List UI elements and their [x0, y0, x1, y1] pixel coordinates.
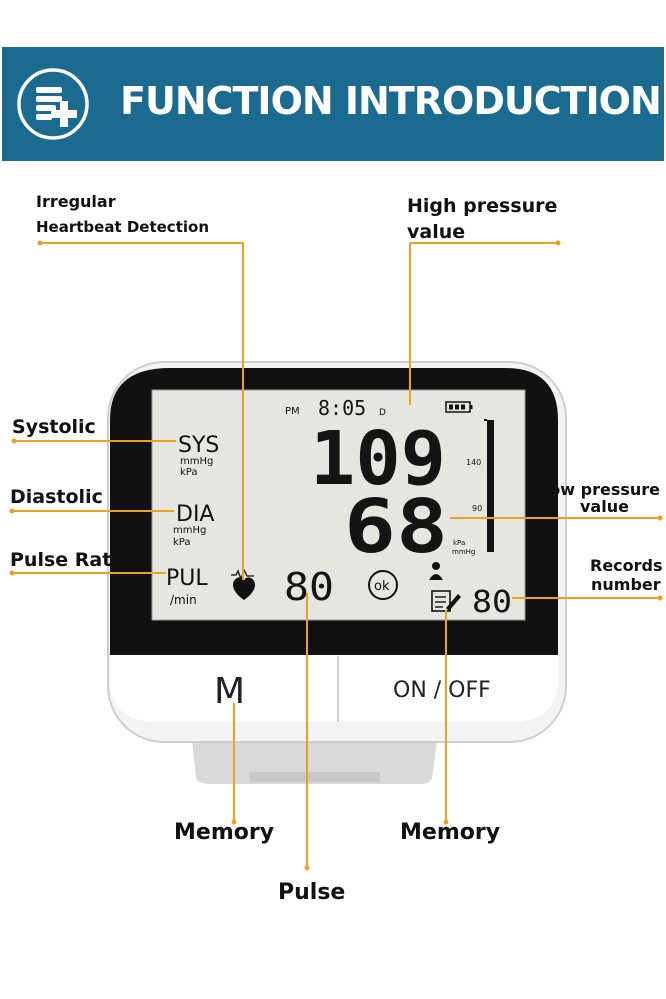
- label-diastolic: Diastolic: [10, 486, 103, 508]
- label-records: Records: [590, 556, 663, 575]
- pulse-readout: 80: [284, 565, 334, 609]
- record-number-readout: 80: [472, 585, 512, 620]
- scale-mmhg: mmHg: [452, 548, 475, 556]
- dia-unit-kpa: kPa: [173, 537, 191, 548]
- per-min-unit: /min: [170, 593, 197, 607]
- person-icon: [429, 562, 443, 580]
- scale-90: 90: [472, 504, 482, 513]
- label-memory-right: Memory: [400, 820, 501, 845]
- label-memory-left: Memory: [174, 820, 275, 845]
- leader-lines: [12, 242, 660, 868]
- scale-140: 140: [466, 458, 481, 467]
- label-systolic: Systolic: [12, 416, 96, 438]
- sys-unit-mmhg: mmHg: [180, 456, 213, 467]
- dia-unit-mmhg: mmHg: [173, 525, 206, 536]
- label-high-pressure-value: value: [407, 221, 466, 243]
- ok-icon: ok: [368, 570, 398, 600]
- clock-readout: 8:05: [318, 396, 366, 420]
- ampm-indicator: PM: [285, 406, 300, 417]
- banner-title: FUNCTION INTRODUCTION: [120, 79, 662, 123]
- diastolic-readout: 68: [344, 484, 448, 570]
- label-high-pressure: High pressure: [407, 195, 558, 217]
- svg-text:ok: ok: [374, 579, 390, 594]
- dia-label: DIA: [176, 502, 214, 527]
- pul-label: PUL: [166, 566, 208, 591]
- scale-kpa: kPa: [453, 539, 465, 547]
- power-button[interactable]: [342, 660, 554, 718]
- sys-label: SYS: [178, 433, 219, 458]
- label-low-pressure-value: value: [580, 497, 629, 516]
- leader-dots: [9, 240, 663, 871]
- power-button-label: ON / OFF: [393, 678, 491, 703]
- title-banner: FUNCTION INTRODUCTION: [2, 47, 664, 161]
- document-plus-icon: [17, 68, 89, 140]
- label-pulse-rate: Pulse Rate: [10, 549, 125, 571]
- label-heartbeat-detection: Heartbeat Detection: [36, 218, 209, 236]
- records-icon: [431, 590, 461, 612]
- battery-icon: [445, 401, 473, 413]
- heart-icon: [231, 568, 256, 600]
- label-pulse: Pulse: [278, 880, 346, 905]
- sys-unit-kpa: kPa: [180, 467, 198, 478]
- label-records-number: number: [591, 575, 661, 594]
- lcd-screen: [151, 389, 526, 621]
- pressure-scale: [484, 419, 494, 552]
- label-irregular: Irregular: [36, 192, 116, 211]
- label-low-pressure: Low pressure: [539, 480, 660, 499]
- day-marker: D: [379, 408, 386, 418]
- m-button-label: M: [214, 671, 245, 712]
- systolic-readout: 109: [310, 416, 446, 502]
